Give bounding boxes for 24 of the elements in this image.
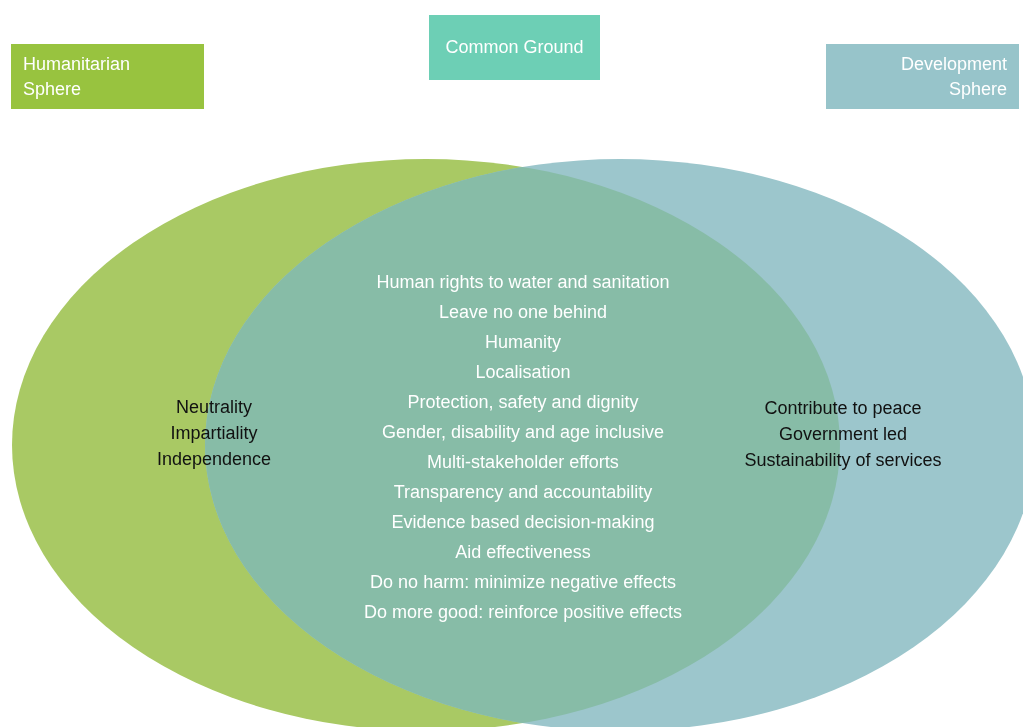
common-ground-header	[429, 15, 600, 80]
value-text: Government led	[778, 423, 908, 446]
principle-text: Humanity	[485, 331, 561, 353]
principle-text: Protection, safety and dignity	[407, 391, 639, 413]
principle-text: Leave no one behind	[438, 301, 608, 323]
header-text: Development Sphere	[899, 52, 1007, 101]
principle-text: Do more good: reinforce positive effects	[364, 601, 682, 623]
sphere-header	[826, 44, 1019, 109]
value-text: Neutrality	[176, 396, 252, 419]
header-text: Common Ground	[444, 36, 585, 59]
principle-text: Multi-stakeholder efforts	[427, 451, 619, 473]
principle-text: Gender, disability and age inclusive	[381, 421, 665, 443]
sphere-header	[11, 44, 204, 109]
value-text: Impartiality	[170, 422, 258, 445]
principle-text: Aid effectiveness	[455, 541, 591, 563]
value-text: Contribute to peace	[764, 397, 922, 420]
principle-text: Transparency and accountability	[393, 481, 653, 503]
principle-text: Human rights to water and sanitation	[376, 271, 670, 293]
value-text: Independence	[156, 448, 272, 471]
value-text: Sustainability of services	[744, 449, 942, 472]
principle-text: Evidence based decision-making	[391, 511, 655, 533]
principle-text: Do no harm: minimize negative effects	[370, 571, 676, 593]
header-text: Humanitarian Sphere	[23, 52, 132, 101]
principle-text: Localisation	[475, 361, 571, 383]
